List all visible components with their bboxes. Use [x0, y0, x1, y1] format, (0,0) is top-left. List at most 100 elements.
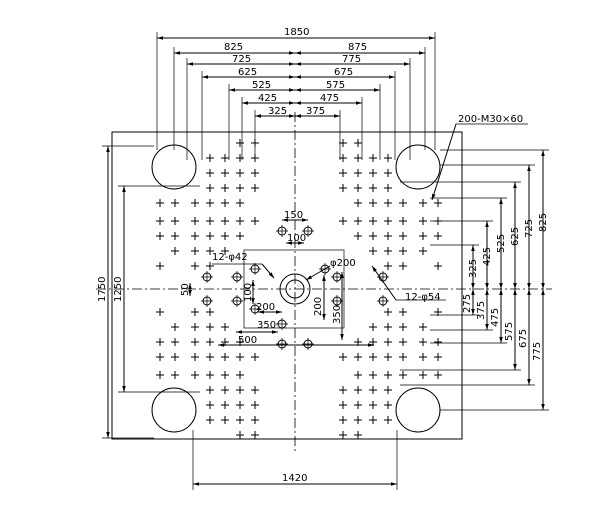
- tapped-hole-mark: [399, 262, 407, 270]
- dim-left-1250: 1250: [113, 277, 124, 302]
- tapped-hole-mark: [399, 232, 407, 240]
- tapped-hole-mark: [251, 416, 259, 424]
- tapped-hole-mark: [434, 232, 442, 240]
- tapped-hole-mark: [354, 199, 362, 207]
- tapped-hole-mark: [191, 338, 199, 346]
- tapped-hole-mark: [384, 371, 392, 379]
- tapped-hole-mark: [339, 431, 347, 439]
- tapped-hole-mark: [236, 154, 244, 162]
- tapped-hole-mark: [434, 371, 442, 379]
- tapped-hole-mark: [251, 401, 259, 409]
- dim-right-725: 725: [524, 219, 535, 238]
- tapped-hole-mark: [354, 371, 362, 379]
- ejector-hole-centermark: [276, 225, 288, 237]
- tapped-hole-mark: [419, 217, 427, 225]
- tapped-hole-mark: [156, 199, 164, 207]
- dim-center-100-h: 100: [287, 233, 306, 244]
- tapped-hole-mark: [156, 217, 164, 225]
- tapped-hole-mark: [369, 154, 377, 162]
- tapped-hole-mark: [384, 232, 392, 240]
- callout-tapped-holes: 200-M30×60: [458, 114, 523, 125]
- tapped-hole-mark: [206, 199, 214, 207]
- dim-top-1850: 1850: [284, 27, 309, 38]
- tapped-hole-mark: [369, 353, 377, 361]
- tapped-hole-mark: [236, 431, 244, 439]
- tie-bar-hole-top-right: [395, 144, 441, 190]
- tapped-hole-mark: [191, 232, 199, 240]
- tapped-hole-mark: [236, 386, 244, 394]
- tapped-hole-mark: [206, 217, 214, 225]
- tapped-hole-mark: [206, 353, 214, 361]
- dim-center-350-v: 350: [332, 305, 343, 324]
- tapped-hole-mark: [171, 217, 179, 225]
- dim-center-100-v: 100: [243, 283, 254, 302]
- tapped-hole-mark: [251, 386, 259, 394]
- dim-center-500: 500: [238, 335, 257, 346]
- ejector-hole-centermark: [302, 338, 314, 350]
- tapped-hole-mark: [399, 217, 407, 225]
- tapped-hole-mark: [369, 217, 377, 225]
- tapped-hole-mark: [384, 217, 392, 225]
- tapped-hole-mark: [206, 416, 214, 424]
- tapped-hole-mark: [384, 416, 392, 424]
- tapped-hole-mark: [221, 416, 229, 424]
- tapped-hole-mark: [419, 247, 427, 255]
- tapped-hole-mark: [419, 199, 427, 207]
- tapped-hole-mark: [384, 353, 392, 361]
- tapped-hole-mark: [251, 353, 259, 361]
- dim-top-425: 425: [258, 93, 277, 104]
- ejector-hole-centermark: [249, 263, 261, 275]
- tapped-hole-mark: [399, 323, 407, 331]
- tapped-hole-mark: [191, 262, 199, 270]
- tapped-hole-mark: [191, 247, 199, 255]
- tapped-hole-mark: [339, 169, 347, 177]
- tapped-hole-mark: [171, 232, 179, 240]
- ejector-hole-centermark: [276, 318, 288, 330]
- center-bolt-rectangle: [243, 249, 345, 329]
- ejector-hole-centermark: [377, 295, 389, 307]
- tapped-hole-mark: [191, 308, 199, 316]
- ejector-hole-centermark: [201, 271, 213, 283]
- tapped-hole-mark: [369, 184, 377, 192]
- tapped-hole-mark: [354, 353, 362, 361]
- tapped-hole-mark: [156, 371, 164, 379]
- ejector-hole-centermark: [302, 225, 314, 237]
- tapped-hole-mark: [236, 401, 244, 409]
- tie-bar-hole-top-left: [151, 144, 197, 190]
- tapped-hole-mark: [221, 353, 229, 361]
- callouts: 200-M30×60 12-φ42 12-φ54 φ200: [212, 114, 528, 303]
- tapped-hole-mark: [236, 217, 244, 225]
- center-dimensions: 150 100 50 100 200 200 350 350 500: [180, 210, 374, 347]
- tapped-hole-mark: [221, 323, 229, 331]
- ejector-hole-centermark: [201, 295, 213, 307]
- tapped-hole-mark: [251, 184, 259, 192]
- tapped-hole-mark: [384, 262, 392, 270]
- tapped-hole-mark: [191, 353, 199, 361]
- tapped-hole-mark: [384, 247, 392, 255]
- dim-top-325: 325: [268, 106, 287, 117]
- tapped-hole-mark: [354, 217, 362, 225]
- dim-top-575: 575: [326, 80, 345, 91]
- tapped-hole-mark: [221, 401, 229, 409]
- tapped-hole-mark: [419, 353, 427, 361]
- tapped-hole-mark: [384, 199, 392, 207]
- tapped-hole-mark: [384, 338, 392, 346]
- tapped-hole-mark: [206, 386, 214, 394]
- callout-holes-54: 12-φ54: [405, 292, 441, 303]
- tapped-hole-mark: [236, 199, 244, 207]
- dim-left-1750: 1750: [97, 277, 108, 302]
- tapped-hole-pattern: [156, 139, 442, 439]
- tapped-hole-mark: [206, 262, 214, 270]
- tapped-hole-mark: [434, 199, 442, 207]
- tapped-hole-mark: [206, 247, 214, 255]
- tapped-hole-mark: [339, 401, 347, 409]
- tapped-hole-mark: [419, 371, 427, 379]
- tapped-hole-mark: [171, 371, 179, 379]
- tapped-hole-mark: [236, 169, 244, 177]
- dim-right-325: 325: [468, 259, 479, 278]
- tapped-hole-mark: [339, 217, 347, 225]
- tapped-hole-mark: [251, 431, 259, 439]
- tapped-hole-mark: [384, 323, 392, 331]
- tapped-hole-mark: [369, 416, 377, 424]
